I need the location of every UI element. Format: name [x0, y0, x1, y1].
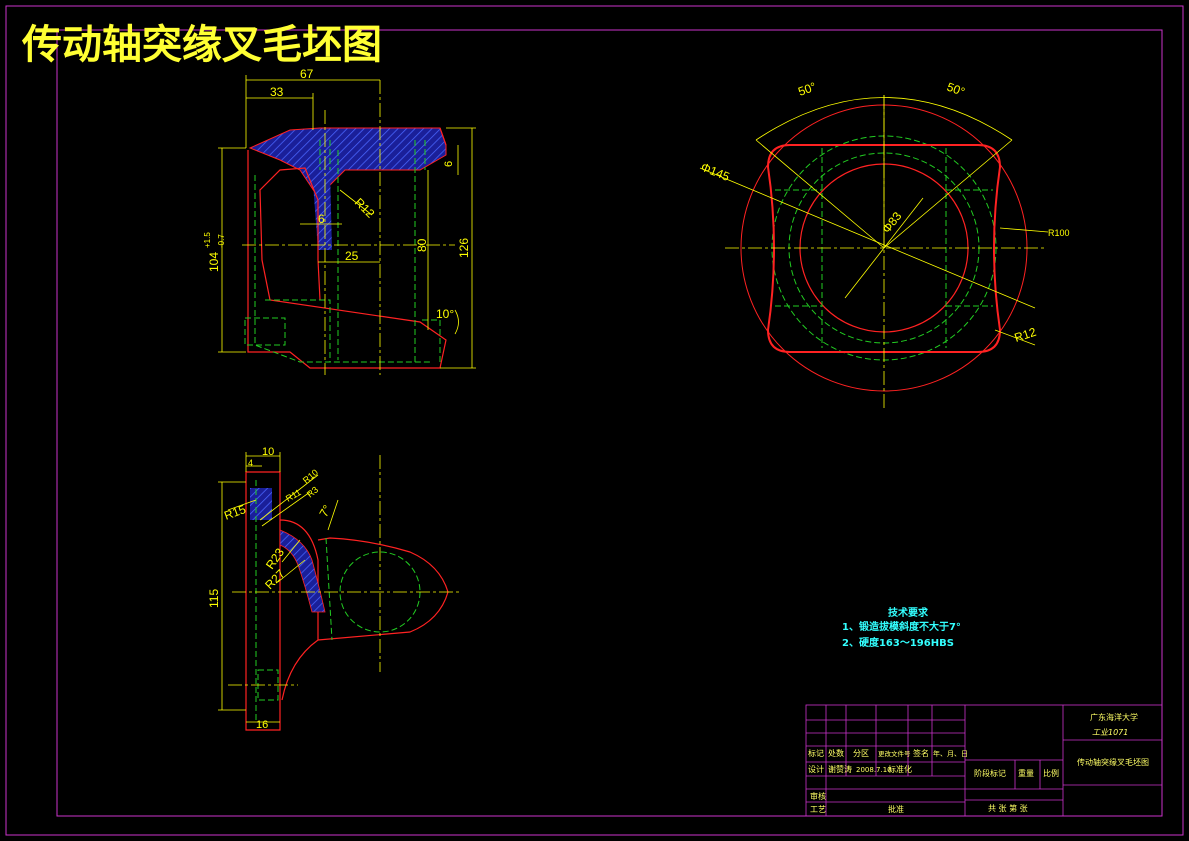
- section-lug: [317, 537, 449, 641]
- dim-r11: R11: [284, 487, 303, 504]
- dim-r15: R15: [222, 502, 248, 523]
- dim-phi83: Φ83: [879, 209, 904, 236]
- tb-class: 工业1071: [1092, 728, 1128, 737]
- dim-r23: R23: [263, 545, 287, 571]
- front-centerlines: [242, 80, 455, 375]
- tech-heading: 技术要求: [888, 606, 929, 619]
- dim-10: 10: [262, 446, 274, 458]
- tb-mark: 标记: [808, 748, 824, 758]
- dim-104-tol-dn: -0.7: [217, 234, 226, 248]
- title-block: [805, 704, 1163, 817]
- tb-designer: 谢赞涛: [828, 764, 852, 774]
- dim-r10: R10: [301, 467, 320, 485]
- dim-50deg-a: 50°: [796, 79, 818, 98]
- dim-r12-front: R12: [352, 195, 378, 221]
- angle-arc-10: [454, 309, 459, 335]
- section-dimension-lines: [218, 452, 339, 723]
- dim-25: 25: [345, 249, 359, 263]
- tb-scale: 比例: [1043, 768, 1059, 778]
- side-view: 50° 50° Φ145 Φ83 R100 R12: [699, 79, 1070, 410]
- tb-design: 设计: [808, 764, 824, 774]
- dim-r27: R27: [262, 566, 288, 592]
- tb-school: 广东海洋大学: [1090, 712, 1138, 722]
- dim-r12-side: R12: [1013, 325, 1039, 345]
- tb-stage-mark: 阶段标记: [974, 768, 1006, 778]
- flange-outline: [766, 144, 1002, 353]
- front-view: 67 33 6 R12 6 25 80 126 104 +1.5 -0.7 10…: [203, 67, 476, 375]
- tb-review: 审核: [810, 791, 826, 801]
- tb-design-date: 2008.7.10: [856, 766, 892, 774]
- dim-10deg: 10°: [436, 307, 454, 321]
- dim-r3: R3: [305, 484, 320, 499]
- hatched-section: [248, 127, 447, 201]
- dim-4: 4: [248, 458, 253, 468]
- dim-104: 104: [207, 252, 221, 272]
- dim-80: 80: [415, 238, 429, 252]
- tb-date: 年、月、日: [933, 749, 968, 758]
- tb-weight: 重量: [1018, 768, 1034, 778]
- tb-sheets: 共 张 第 张: [988, 803, 1028, 813]
- title-block-text: 标记 处数 分区 更改文件号 签名 年、月、日 设计 谢赞涛 2008.7.10…: [808, 712, 1149, 814]
- dim-phi145: Φ145: [699, 160, 732, 184]
- section-base: [245, 471, 281, 731]
- tb-drawing-name: 传动轴突缘叉毛坯图: [1077, 757, 1149, 767]
- drawing-title: 传动轴突缘叉毛坯图: [21, 22, 382, 68]
- dim-r100: R100: [1048, 228, 1070, 238]
- tb-change-doc: 更改文件号: [878, 749, 911, 758]
- dim-6-web: 6: [318, 212, 325, 226]
- tech-item-2: 2、硬度163～196HBS: [842, 636, 954, 649]
- section-centerlines: [228, 455, 462, 686]
- dim-33: 33: [270, 85, 284, 99]
- tech-requirements: 技术要求 1、锻造拔模斜度不大于7° 2、硬度163～196HBS: [842, 606, 961, 649]
- dim-6-top: 6: [443, 161, 455, 167]
- dim-115: 115: [207, 589, 221, 608]
- dim-126: 126: [457, 238, 471, 258]
- web-hatch: [312, 170, 332, 250]
- front-hidden-lines: [244, 140, 441, 363]
- inner-frame: [56, 29, 1163, 817]
- tb-approve: 批准: [888, 804, 904, 814]
- tb-zone: 分区: [853, 749, 869, 758]
- section-hidden-lines: [255, 480, 333, 720]
- side-dimension-lines: [699, 95, 1049, 346]
- dim-16: 16: [256, 719, 268, 731]
- front-outline-2: [439, 127, 447, 146]
- section-view: 10 4 R10 R11 R3 R15 7° R23 R27 115 16: [207, 446, 462, 731]
- outer-frame: [5, 5, 1184, 836]
- tb-signature: 签名: [913, 748, 929, 758]
- dim-50deg-b: 50°: [945, 80, 967, 99]
- section-hatch-top: [250, 488, 272, 520]
- tb-standardize: 标准化: [888, 764, 912, 774]
- tech-item-1: 1、锻造拔模斜度不大于7°: [842, 620, 961, 633]
- front-dimension-lines: [218, 75, 476, 369]
- tb-process: 工艺: [810, 805, 826, 814]
- dim-7deg: 7°: [316, 502, 334, 519]
- tb-count: 处数: [828, 748, 844, 758]
- dim-104-tol-up: +1.5: [203, 232, 212, 248]
- dim-67: 67: [300, 67, 314, 81]
